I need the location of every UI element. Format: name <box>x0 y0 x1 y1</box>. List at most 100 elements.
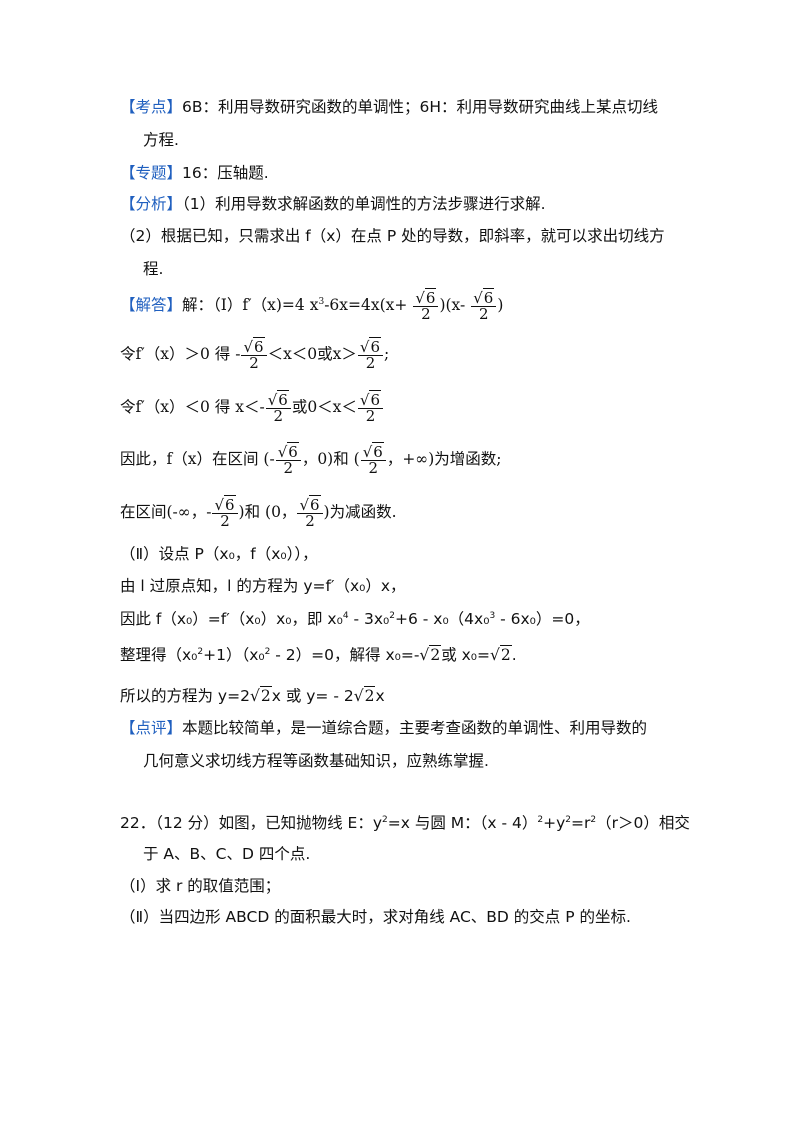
l8b: 4 <box>342 610 349 621</box>
kaodian-cont: 方程. <box>143 131 179 149</box>
q22h: 2 <box>590 814 597 825</box>
l8e: +6 - x₀（4x₀ <box>395 610 490 628</box>
q22e: +y <box>543 814 566 832</box>
fenxi-line2: （2）根据已知，只需求出 f（x）在点 P 处的导数，即斜率，就可以求出切线方 <box>120 227 665 245</box>
q22g: =r <box>571 814 591 832</box>
sqrt6: 6 <box>287 441 299 461</box>
dianping-cont: 几何意义求切线方程等函数基础知识，应熟练掌握. <box>143 752 489 770</box>
q22d: 2 <box>537 814 544 825</box>
q22-line4: （Ⅱ）当四边形 ABCD 的面积最大时，求对角线 AC、BD 的交点 P 的坐标… <box>120 908 631 926</box>
l8f: 3 <box>489 610 496 621</box>
kaodian-tag: 【考点】 <box>120 98 183 116</box>
l9g: . <box>511 646 517 664</box>
fenxi-cont: 程. <box>143 260 164 278</box>
l10b: x 或 y= - 2 <box>271 687 354 705</box>
l8d: 2 <box>389 610 395 621</box>
jieda-line9: 整理得（x₀2+1）（x₀2 - 2）=0，解得 x₀=-√2或 x₀=√2. <box>120 645 517 664</box>
jieda-l1-pre: 解：（Ⅰ）f′（x)=4 x <box>182 296 319 314</box>
frac-den: 2 <box>220 511 230 530</box>
dianping-line: 【点评】本题比较简单，是一道综合题，主要考查函数的单调性、利用导数的 <box>120 717 647 739</box>
jieda-line7: 由 l 过原点知，l 的方程为 y=f′（x₀）x， <box>120 577 406 595</box>
jieda-line10: 所以的方程为 y=2√2x 或 y= - 2√2x <box>120 686 385 705</box>
sqrt6: 6 <box>424 287 437 307</box>
frac-den: 2 <box>478 304 489 323</box>
sqrt2: 2 <box>259 686 272 705</box>
sqrt6: 6 <box>482 287 495 307</box>
l8a: 因此 f（x₀）=f′（x₀）x₀，即 x₀ <box>120 610 343 628</box>
frac-den: 2 <box>249 353 259 372</box>
sqrt6: 6 <box>309 494 321 514</box>
jieda-l2-pre: 令f′（x）＞0 得 - <box>120 345 241 363</box>
zhuanti-text: 16：压轴题. <box>182 164 269 182</box>
jieda-tag: 【解答】 <box>120 296 183 314</box>
l9c: +1）（x₀ <box>203 646 265 664</box>
jieda-l1-mid: -6x=4x(x+ <box>324 296 408 314</box>
jieda-l2-mid: ＜x＜0或x＞ <box>267 345 357 363</box>
l9e: - 2）=0，解得 x₀=- <box>270 646 420 664</box>
q22a: 22．（12 分）如图，已知抛物线 E：y <box>120 814 383 832</box>
jieda-l2-end: ; <box>384 345 390 363</box>
frac-den: 2 <box>368 458 379 477</box>
sqrt6: 6 <box>369 389 382 409</box>
frac-den: 2 <box>305 511 315 530</box>
jieda-l3-mid: 或0＜x＜ <box>291 398 357 416</box>
l8g: - 6x₀）=0， <box>495 610 590 628</box>
kaodian-line: 【考点】6B：利用导数研究函数的单调性；6H：利用导数研究曲线上某点切线 <box>120 96 658 118</box>
sqrt2: 2 <box>499 645 512 664</box>
jieda-l4-mid: ，0)和 ( <box>301 450 360 468</box>
jieda-l5-end: )为减函数. <box>323 503 397 521</box>
l8c: - 3x₀ <box>348 610 390 628</box>
l10c: x <box>375 687 385 705</box>
jieda-l3-pre: 令f′（x）＜0 得 x＜- <box>120 398 265 416</box>
l9a: 整理得（x₀ <box>120 646 198 664</box>
sqrt2: 2 <box>363 686 376 705</box>
jieda-l4-pre: 因此，f（x）在区间 (- <box>120 450 275 468</box>
fenxi-text: （1）利用导数求解函数的单调性的方法步骤进行求解. <box>182 195 546 213</box>
fenxi-tag: 【分析】 <box>120 195 183 213</box>
kaodian-text: 6B：利用导数研究函数的单调性；6H：利用导数研究曲线上某点切线 <box>182 98 659 116</box>
frac-den: 2 <box>365 406 376 425</box>
jieda-l1-mid2: )(x- <box>439 296 466 314</box>
l9f: 或 x₀= <box>441 646 490 664</box>
sqrt6: 6 <box>372 441 384 461</box>
dianping-text: 本题比较简单，是一道综合题，主要考查函数的单调性、利用导数的 <box>182 719 648 737</box>
sqrt6: 6 <box>224 494 236 514</box>
jieda-l5-pre: 在区间(-∞，- <box>120 503 212 521</box>
jieda-line6: （Ⅱ）设点 P（x₀，f（x₀））， <box>120 545 318 563</box>
dianping-tag: 【点评】 <box>120 719 183 737</box>
q22f: 2 <box>565 814 572 825</box>
q22b: 2 <box>382 814 388 825</box>
zhuanti-tag: 【专题】 <box>120 164 183 182</box>
zhuanti-line: 【专题】16：压轴题. <box>120 162 269 184</box>
q22-line1: 22．（12 分）如图，已知抛物线 E：y2=x 与圆 M：（x - 4）2+y… <box>120 812 690 834</box>
q22c: =x 与圆 M：（x - 4） <box>387 814 538 832</box>
l9b: 2 <box>197 646 204 657</box>
jieda-l1-exp: 3 <box>318 296 325 307</box>
jieda-line8: 因此 f（x₀）=f′（x₀）x₀，即 x₀4 - 3x₀2+6 - x₀（4x… <box>120 608 590 630</box>
jieda-l1-end: ) <box>497 296 504 314</box>
jieda-l4-end: ，+∞)为增函数; <box>386 450 502 468</box>
jieda-l5-mid: )和 (0， <box>238 503 297 521</box>
l9d: 2 <box>264 646 271 657</box>
sqrt6: 6 <box>369 336 382 356</box>
q22-line3: （Ⅰ）求 r 的取值范围； <box>120 877 281 895</box>
l10a: 所以的方程为 y=2 <box>120 687 250 705</box>
q22-line2: 于 A、B、C、D 四个点. <box>143 845 311 863</box>
sqrt6: 6 <box>253 336 265 356</box>
q22i: （r＞0）相交 <box>596 814 690 832</box>
sqrt2: 2 <box>429 645 442 664</box>
frac-den: 2 <box>365 353 376 372</box>
